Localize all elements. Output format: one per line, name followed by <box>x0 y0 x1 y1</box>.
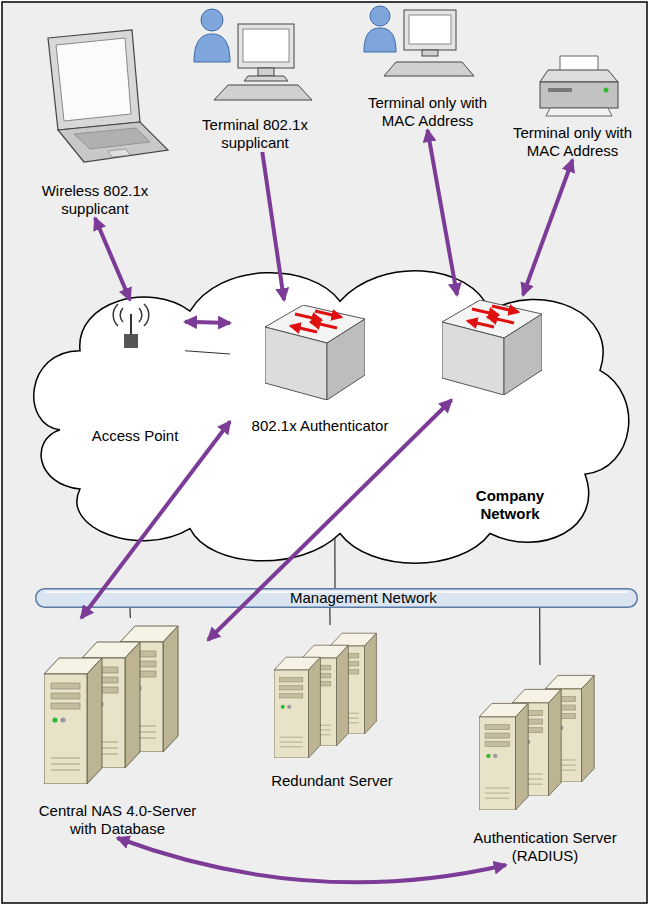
device-label: 802.1x Authenticator <box>252 417 389 435</box>
data-flow-arrow <box>185 322 230 323</box>
device-label: Redundant Server <box>271 772 393 790</box>
network-link <box>539 608 540 665</box>
device-label: Terminal 802.1x supplicant <box>182 116 328 152</box>
device-label: Central NAS 4.0-Server with Database <box>27 802 208 838</box>
device-label: Authentication Server (RADIUS) <box>447 829 643 865</box>
server-icon <box>44 626 178 784</box>
network-bus: Management Network <box>35 588 638 608</box>
user-terminal-icon <box>194 9 312 100</box>
server-icon <box>479 675 594 810</box>
data-flow-arrow <box>95 218 130 300</box>
server-icon <box>274 633 376 758</box>
laptop-icon <box>48 30 168 162</box>
network-link <box>334 538 335 588</box>
data-flow-arrow <box>208 400 452 640</box>
network-link <box>185 351 230 354</box>
device-node: Access Point <box>85 300 185 445</box>
data-flow-arrow <box>428 130 458 295</box>
network-cloud: Company Network Access Point 802.1x Authen… <box>20 232 635 578</box>
printer-icon <box>540 56 618 116</box>
user-terminal-icon <box>364 6 474 76</box>
switch-icon <box>265 305 365 400</box>
bus-label: Management Network <box>290 590 437 606</box>
network-link <box>329 608 330 625</box>
network-label: Company Network <box>460 487 560 523</box>
data-flow-arrow <box>81 422 230 619</box>
switch-icon <box>442 300 542 395</box>
data-flow-arrow <box>523 160 573 295</box>
network-link <box>129 608 131 618</box>
device-label: Access Point <box>92 427 179 445</box>
data-flow-arrow <box>118 838 506 882</box>
device-label: Terminal only with MAC Address <box>352 94 503 130</box>
device-label: Wireless 802.1x supplicant <box>17 182 173 218</box>
data-flow-arrow <box>262 152 284 300</box>
access-point-icon <box>113 304 149 348</box>
device-label: Terminal only with MAC Address <box>497 124 648 160</box>
cloud-outline <box>20 232 635 578</box>
